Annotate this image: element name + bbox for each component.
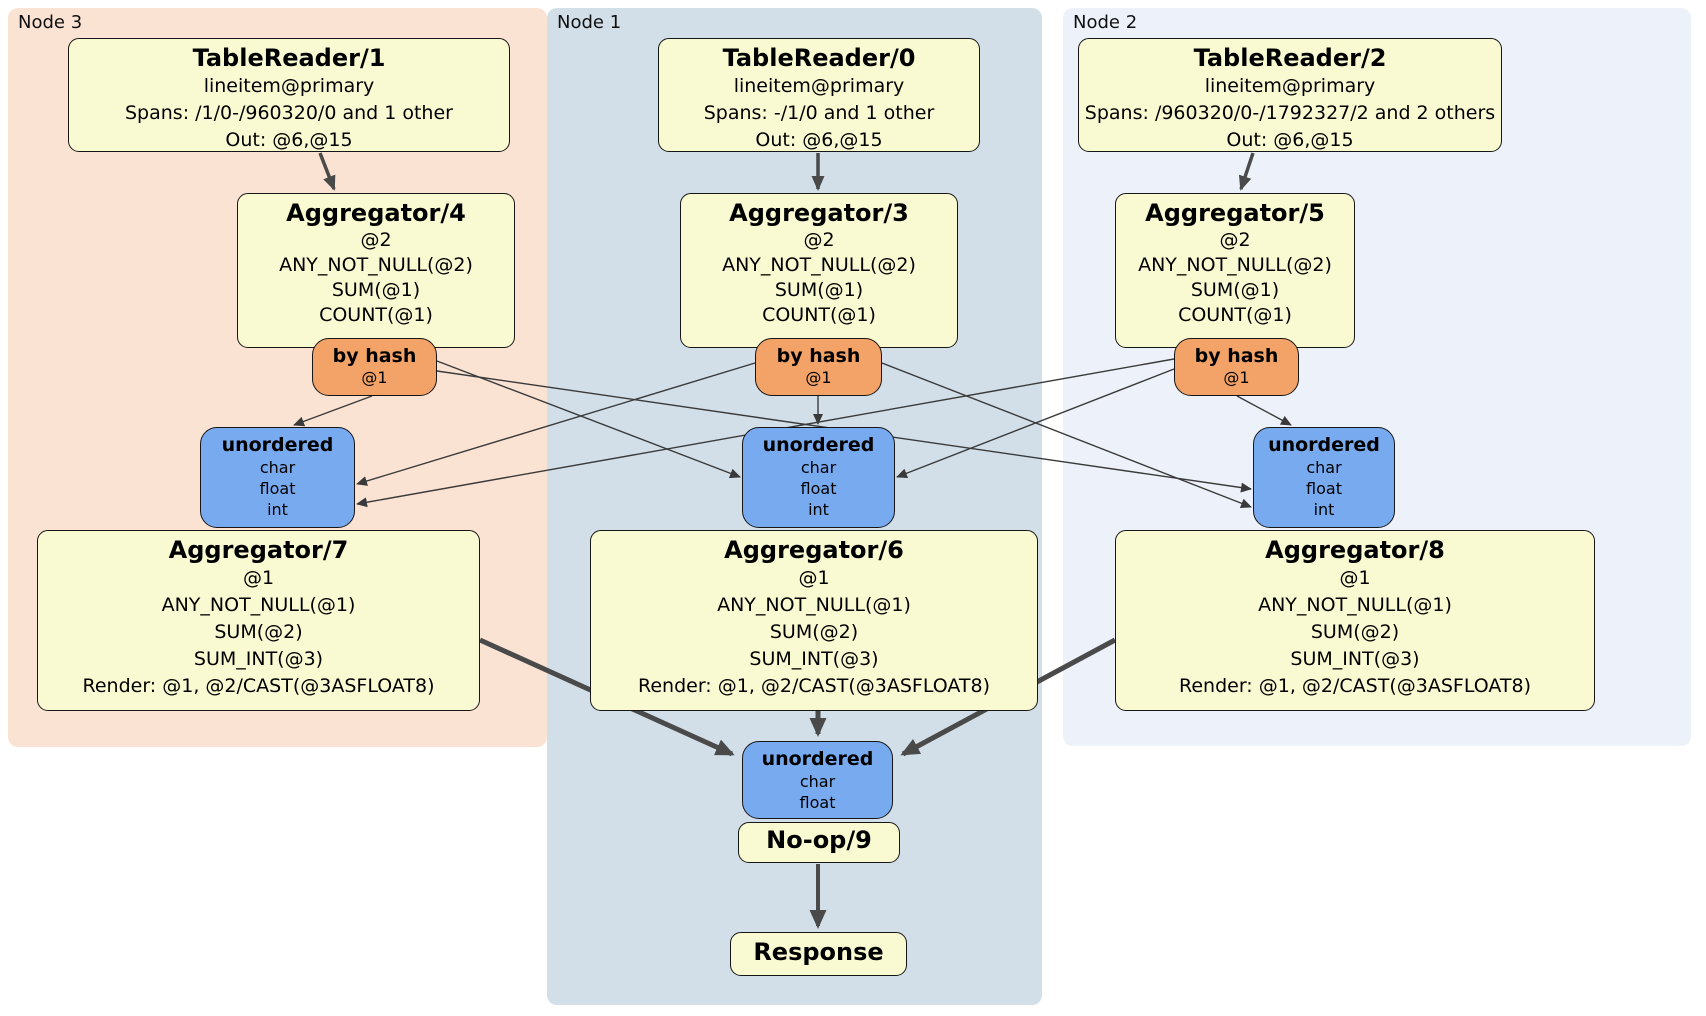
stream-type: float [1306, 479, 1342, 498]
stream-title: unordered [761, 748, 874, 770]
processor-title: TableReader/1 [192, 44, 386, 72]
processor-line: Spans: /1/0-/960320/0 and 1 other [125, 102, 453, 124]
stream-type: float [799, 793, 836, 812]
processor-line: SUM_INT(@3) [749, 648, 879, 670]
processor-line: ANY_NOT_NULL(@1) [717, 594, 911, 616]
node1-label: Node 1 [557, 12, 622, 33]
processor-line: lineitem@primary [203, 75, 375, 97]
processor-line: @1 [1339, 567, 1371, 589]
processor-line: COUNT(@1) [762, 304, 876, 326]
processor-line: @2 [1219, 229, 1251, 251]
processor-line: ANY_NOT_NULL(@1) [161, 594, 356, 616]
stream-type: char [800, 458, 837, 477]
processor-title: Aggregator/4 [286, 199, 466, 227]
router-key: @1 [361, 368, 388, 387]
stream-title: unordered [221, 434, 334, 456]
stream-type: char [1306, 458, 1342, 477]
stream-type: float [800, 479, 837, 498]
processor-line: Render: @1, @2/CAST(@3ASFLOAT8) [1179, 675, 1531, 697]
processor-line: SUM_INT(@3) [193, 648, 324, 670]
table-reader-2-node: TableReader/2 lineitem@primary Spans: /9… [1078, 38, 1502, 152]
router-title: by hash [776, 345, 861, 367]
processor-line: SUM_INT(@3) [1290, 648, 1420, 670]
processor-line: Out: @6,@15 [225, 129, 353, 151]
unordered-stream-6: unordered char float int [742, 427, 895, 528]
router-key: @1 [1223, 368, 1250, 387]
stream-type: int [808, 500, 829, 519]
unordered-stream-8: unordered char float int [1253, 427, 1395, 528]
by-hash-router-4: by hash @1 [312, 338, 437, 396]
processor-line: ANY_NOT_NULL(@1) [1258, 594, 1452, 616]
processor-title: Aggregator/6 [724, 536, 904, 564]
noop-9-node: No-op/9 [738, 822, 900, 863]
router-title: by hash [332, 345, 417, 367]
processor-line: Spans: -/1/0 and 1 other [703, 102, 935, 124]
stream-title: unordered [762, 434, 875, 456]
node2-label: Node 2 [1073, 12, 1138, 33]
router-title: by hash [1194, 345, 1279, 367]
aggregator-8-node: Aggregator/8 @1 ANY_NOT_NULL(@1) SUM(@2)… [1115, 530, 1595, 711]
table-reader-1-node: TableReader/1 lineitem@primary Spans: /1… [68, 38, 510, 152]
node3-label: Node 3 [18, 12, 83, 33]
processor-title: Aggregator/8 [1265, 536, 1445, 564]
processor-title: No-op/9 [766, 826, 872, 854]
aggregator-4-node: Aggregator/4 @2 ANY_NOT_NULL(@2) SUM(@1)… [237, 193, 515, 348]
stream-type: int [1313, 500, 1335, 519]
processor-title: Response [753, 938, 884, 966]
processor-title: TableReader/2 [1193, 44, 1387, 72]
processor-title: Aggregator/5 [1145, 199, 1325, 227]
processor-line: lineitem@primary [1204, 75, 1376, 97]
stream-type: char [259, 458, 296, 477]
by-hash-router-3: by hash @1 [755, 338, 882, 396]
processor-line: @1 [798, 567, 830, 589]
processor-title: Aggregator/7 [168, 536, 349, 564]
processor-line: Out: @6,@15 [1226, 129, 1354, 151]
stream-type: float [259, 479, 296, 498]
processor-title: TableReader/0 [722, 44, 916, 72]
processor-line: SUM(@1) [1190, 279, 1280, 301]
processor-line: ANY_NOT_NULL(@2) [1138, 254, 1332, 276]
processor-line: Render: @1, @2/CAST(@3ASFLOAT8) [82, 675, 435, 697]
processor-line: ANY_NOT_NULL(@2) [722, 254, 916, 276]
table-reader-0-node: TableReader/0 lineitem@primary Spans: -/… [658, 38, 980, 152]
processor-line: @2 [360, 229, 392, 251]
aggregator-3-node: Aggregator/3 @2 ANY_NOT_NULL(@2) SUM(@1)… [680, 193, 958, 348]
unordered-stream-final: unordered char float [742, 741, 893, 819]
processor-line: Render: @1, @2/CAST(@3ASFLOAT8) [638, 675, 990, 697]
processor-line: lineitem@primary [733, 75, 905, 97]
processor-line: Out: @6,@15 [755, 129, 883, 151]
stream-title: unordered [1268, 434, 1380, 456]
processor-title: Aggregator/3 [729, 199, 909, 227]
stream-type: int [267, 500, 288, 519]
aggregator-5-node: Aggregator/5 @2 ANY_NOT_NULL(@2) SUM(@1)… [1115, 193, 1355, 348]
router-key: @1 [805, 368, 832, 387]
by-hash-router-5: by hash @1 [1174, 338, 1299, 396]
processor-line: SUM(@2) [1310, 621, 1400, 643]
processor-line: SUM(@1) [774, 279, 864, 301]
processor-line: @1 [242, 567, 275, 589]
processor-line: SUM(@2) [214, 621, 303, 643]
processor-line: Spans: /960320/0-/1792327/2 and 2 others [1084, 102, 1496, 124]
aggregator-7-node: Aggregator/7 @1 ANY_NOT_NULL(@1) SUM(@2)… [37, 530, 480, 711]
unordered-stream-7: unordered char float int [200, 427, 355, 528]
processor-line: SUM(@1) [331, 279, 421, 301]
processor-line: ANY_NOT_NULL(@2) [279, 254, 473, 276]
processor-line: COUNT(@1) [319, 304, 433, 326]
response-node: Response [730, 932, 907, 976]
aggregator-6-node: Aggregator/6 @1 ANY_NOT_NULL(@1) SUM(@2)… [590, 530, 1038, 711]
processor-line: COUNT(@1) [1178, 304, 1292, 326]
processor-line: @2 [803, 229, 835, 251]
stream-type: char [799, 772, 836, 791]
processor-line: SUM(@2) [769, 621, 859, 643]
